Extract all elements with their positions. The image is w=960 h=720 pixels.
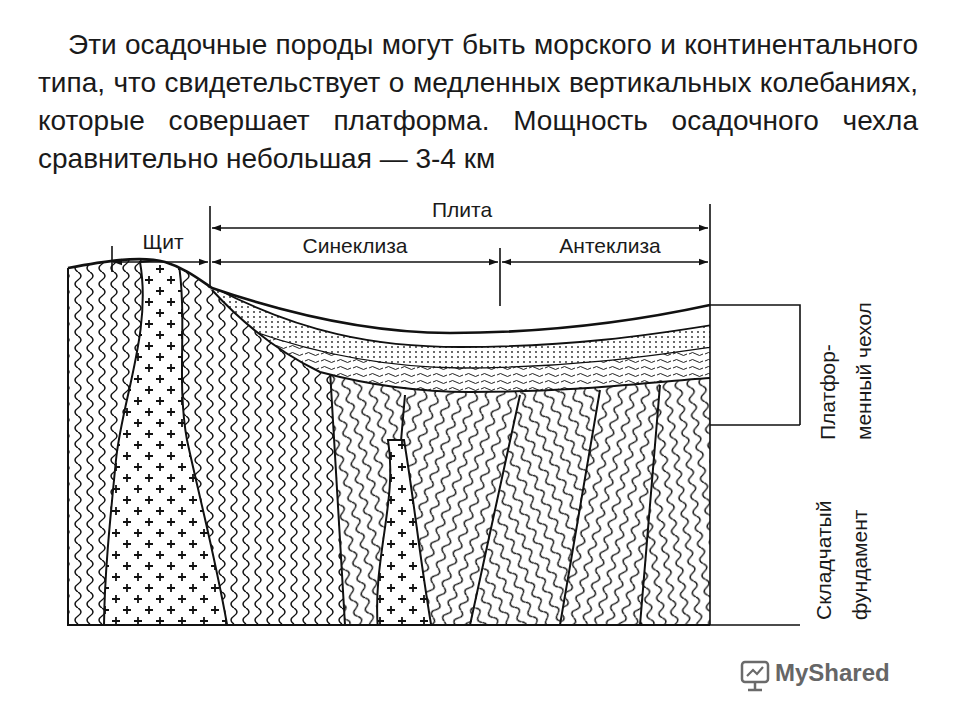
section-border <box>68 268 710 625</box>
anteclise-label: Антеклиза <box>556 234 663 257</box>
watermark-icon <box>742 662 768 690</box>
basement-label: Складчатый фундамент <box>806 430 878 620</box>
syneclise-label: Синеклиза <box>300 234 411 257</box>
sedimentary-cover <box>200 280 720 400</box>
basement-top <box>212 290 710 392</box>
dimension-lines <box>112 204 800 625</box>
folded-basement <box>60 240 720 640</box>
shield-label: Щит <box>139 230 186 253</box>
plate-label: Плита <box>429 198 495 221</box>
cover-label: Платфор- менный чехол <box>810 280 882 440</box>
surface-line <box>68 259 710 333</box>
caption-text: Эти осадочные породы могут быть морского… <box>38 26 918 178</box>
watermark: MyShared <box>775 660 890 686</box>
